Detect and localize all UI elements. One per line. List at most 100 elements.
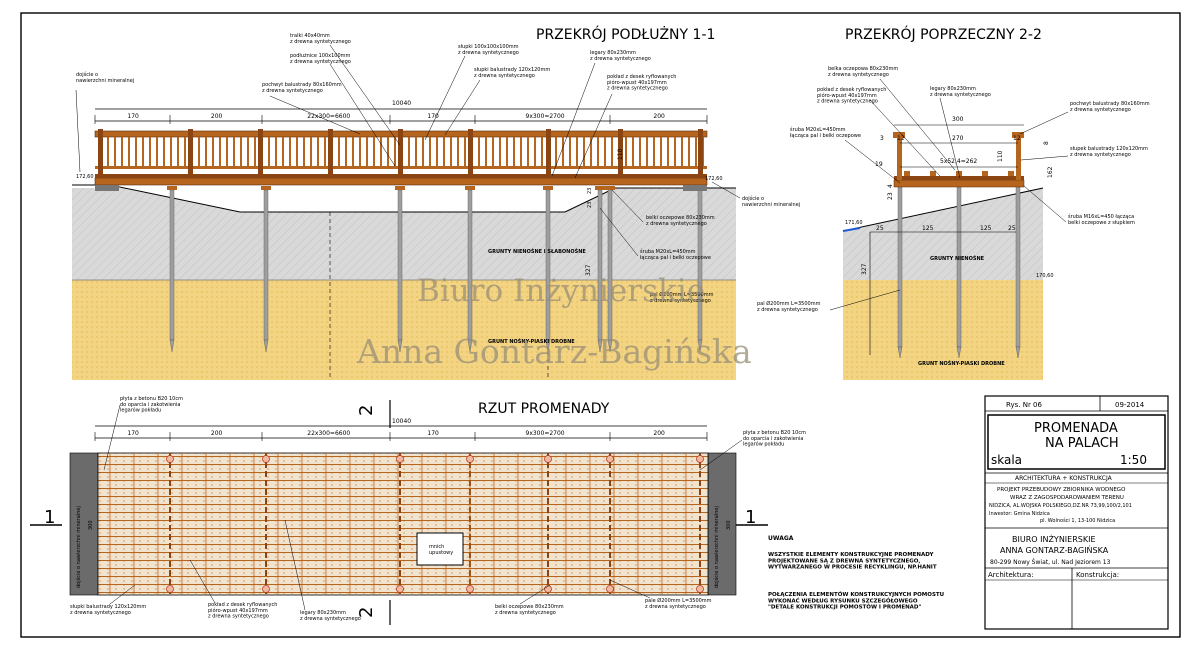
plan-path-left	[69, 452, 99, 596]
baluster	[429, 137, 431, 166]
cross-dim-boards: 5x52,4=262	[940, 158, 977, 165]
cross-pile	[956, 186, 962, 359]
baluster	[366, 137, 368, 166]
plan-path-right	[707, 452, 737, 596]
discipline: ARCHITEKTURA + KONSTRUKCJA	[1015, 475, 1113, 482]
cross-dim-8: 8	[1043, 141, 1050, 145]
plan-post	[262, 455, 270, 463]
baluster	[394, 137, 396, 166]
pile	[261, 186, 271, 353]
pile-cap	[543, 186, 553, 190]
pile-cap	[465, 186, 475, 190]
baluster	[352, 137, 354, 166]
sheet-frame	[20, 12, 1181, 638]
plan-post	[396, 455, 404, 463]
plan-post	[606, 455, 614, 463]
cross-joist	[1008, 171, 1014, 176]
plan-width-left: 300	[88, 520, 94, 530]
baluster	[639, 137, 641, 166]
baluster	[359, 137, 361, 166]
notes-heading: UWAGA	[768, 535, 794, 542]
baluster	[254, 137, 256, 166]
cross-cap-beam	[893, 179, 1025, 188]
plan-post	[396, 585, 404, 593]
baluster	[212, 137, 214, 166]
cross-post-right	[1016, 138, 1021, 180]
baluster	[163, 137, 165, 166]
baluster	[569, 137, 571, 166]
baluster	[667, 137, 669, 166]
title-block-frame	[984, 395, 1169, 630]
baluster	[520, 137, 522, 166]
baluster	[408, 137, 410, 166]
title-block: Rys. Nr 06 09-2014 PROMENADA NA PALACH s…	[984, 395, 1169, 630]
baluster	[324, 137, 326, 166]
cross-dim-12b: 12	[1013, 135, 1021, 142]
baluster	[149, 137, 151, 166]
cross-level-left: 171,60	[845, 220, 863, 226]
baluster	[289, 137, 291, 166]
plan-deck	[97, 452, 709, 596]
drawing-number: Rys. Nr 06	[1006, 401, 1043, 409]
section-mark-2-bottom: 2	[356, 607, 377, 618]
pile-cap	[261, 186, 271, 190]
label-soil-strong: GRUNT NOŚNY-PIASKI DROBNE	[488, 338, 575, 345]
segment-dim: 200	[653, 430, 665, 437]
baluster	[128, 137, 130, 166]
pile-cap	[395, 186, 405, 190]
cross-dim-12a: 12	[897, 135, 905, 142]
project-line-2: WRAZ Z ZAGOSPODAROWANIEM TERENU	[1010, 495, 1124, 501]
baluster	[527, 137, 529, 166]
baluster	[135, 137, 137, 166]
deck-boards	[95, 174, 707, 178]
segment-dim: 170	[427, 430, 439, 437]
baluster	[345, 137, 347, 166]
plan-overall-dim: 10040	[392, 418, 411, 425]
cross-dim-25a: 25	[876, 225, 884, 232]
baluster	[611, 137, 613, 166]
long-leaders	[75, 44, 741, 257]
dim-23b: 23	[587, 202, 593, 208]
baluster	[184, 137, 186, 166]
long-section-title: PRZEKRÓJ PODŁUŻNY 1-1	[536, 25, 715, 43]
baluster	[317, 137, 319, 166]
plan-width-right: 300	[726, 520, 732, 530]
railing-post	[546, 129, 551, 174]
baluster	[142, 137, 144, 166]
cross-dim-lines	[869, 124, 1024, 355]
cross-dim-3: 3	[880, 135, 884, 142]
section-mark-1-left: 1	[44, 507, 55, 528]
baluster	[310, 137, 312, 166]
railing-post	[468, 129, 473, 174]
drawing-date: 09-2014	[1115, 401, 1145, 409]
cross-label-soil-weak: GRUNTY NIENOŚNE	[930, 255, 985, 262]
baluster	[177, 137, 179, 166]
segment-dim: 22x300=6600	[307, 113, 350, 120]
cross-pile	[897, 186, 903, 359]
baluster	[107, 137, 109, 166]
baluster	[464, 137, 466, 166]
right-slab	[683, 185, 707, 191]
long-overall-dim: 10040	[392, 100, 411, 107]
deck-beam	[94, 177, 708, 186]
baluster	[590, 137, 592, 166]
level-right: 172,60	[705, 176, 723, 182]
baluster	[625, 137, 627, 166]
